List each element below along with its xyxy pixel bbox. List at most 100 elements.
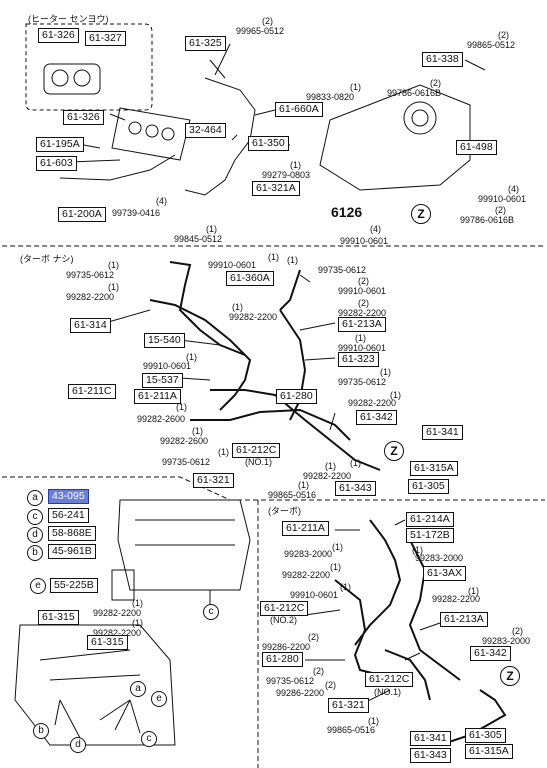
part-box[interactable]: 61-660A	[275, 102, 323, 117]
part-box[interactable]: 61-321	[328, 698, 369, 713]
qty-label: (1)	[287, 255, 298, 265]
part-box[interactable]: 61-326	[63, 110, 104, 125]
qty-label: (4)	[508, 184, 519, 194]
part-box[interactable]: 61-314	[70, 318, 111, 333]
qty-label: (2)	[313, 666, 324, 676]
part-box[interactable]: 61-305	[408, 479, 449, 494]
part-box[interactable]: 61-603	[36, 156, 77, 171]
wire-harness	[184, 77, 256, 196]
part-box-selected[interactable]: 43-095	[48, 489, 89, 504]
part-box[interactable]: 61-305	[465, 728, 506, 743]
non-turbo-section-title: (ターボ ナシ)	[20, 254, 74, 264]
part-box[interactable]: 58-868E	[48, 526, 96, 541]
part-number: 99282-2600	[137, 414, 186, 424]
part-box[interactable]: 61-200A	[58, 207, 106, 222]
qty-label: (1)	[268, 252, 279, 262]
part-number: 99735-0612	[318, 265, 367, 275]
part-number: 99845-0512	[174, 234, 223, 244]
no1-note: (NO.1)	[374, 687, 401, 697]
part-number: 99865-0512	[467, 40, 516, 50]
qty-label: (1)	[186, 352, 197, 362]
part-box[interactable]: 61-195A	[36, 137, 84, 152]
heater-dashed-frame	[25, 23, 153, 111]
part-box[interactable]: 61-212C	[365, 672, 414, 687]
floor-panel-shape	[14, 624, 176, 746]
qty-label: (2)	[325, 680, 336, 690]
part-number: 99735-0612	[266, 676, 315, 686]
part-box[interactable]: 61-341	[410, 731, 451, 746]
part-box[interactable]: 45-961B	[48, 544, 96, 559]
part-box[interactable]: 61-342	[470, 646, 511, 661]
part-box[interactable]: 56-241	[48, 508, 89, 523]
part-box[interactable]: 61-211A	[134, 389, 181, 404]
key-letter-c: c	[27, 509, 43, 525]
part-box[interactable]: 61-323	[338, 352, 379, 367]
part-number: 99965-0512	[236, 26, 285, 36]
qty-label: (2)	[308, 632, 319, 642]
part-box[interactable]: 61-498	[456, 140, 497, 155]
part-box[interactable]: 61-341	[422, 425, 463, 440]
part-box[interactable]: 61-315A	[410, 461, 458, 476]
key-letter-b: b	[33, 723, 49, 739]
part-box[interactable]: 61-213A	[440, 612, 488, 627]
part-number: 99735-0612	[66, 270, 115, 280]
body-panel-shape	[117, 499, 251, 591]
qty-label: (2)	[498, 30, 509, 40]
part-box[interactable]: 32-464	[185, 123, 226, 138]
part-box[interactable]: 61-326	[38, 28, 79, 43]
hose-line-2	[149, 299, 252, 411]
part-number: 99910-0601	[208, 260, 257, 270]
hose-line-5	[210, 389, 381, 471]
part-number: 99283-2000	[482, 636, 531, 646]
no2-note: (NO.2)	[270, 615, 297, 625]
part-box[interactable]: 55-225B	[50, 578, 98, 593]
qty-label: (1)	[330, 562, 341, 572]
part-box[interactable]: 61-321	[193, 473, 234, 488]
part-box[interactable]: 61-342	[356, 410, 397, 425]
part-number: 99282-2200	[338, 308, 387, 318]
part-number: 99286-2200	[262, 642, 311, 652]
part-box[interactable]: 61-214A	[406, 512, 454, 527]
qty-label: (1)	[108, 260, 119, 270]
qty-label: (2)	[358, 298, 369, 308]
part-number: 99910-0601	[290, 590, 339, 600]
qty-label: (2)	[430, 78, 441, 88]
separator-middle	[2, 476, 545, 501]
part-box[interactable]: 61-3AX	[423, 566, 467, 581]
part-box[interactable]: 61-212C	[232, 443, 281, 458]
turbo-hose-1	[354, 519, 402, 646]
qty-label: (1)	[206, 224, 217, 234]
part-box[interactable]: 61-350	[248, 136, 289, 151]
part-number: 99739-0416	[112, 208, 161, 218]
part-box[interactable]: 15-540	[144, 333, 185, 348]
part-box[interactable]: 61-315	[38, 610, 79, 625]
part-box[interactable]: 15-537	[142, 373, 183, 388]
part-box[interactable]: 61-327	[85, 31, 126, 46]
part-box[interactable]: 61-213A	[338, 317, 386, 332]
part-box[interactable]: 61-315	[87, 635, 128, 650]
qty-label: (1)	[290, 160, 301, 170]
part-box[interactable]: 61-360A	[226, 271, 274, 286]
part-number: 99283-2000	[284, 549, 333, 559]
qty-label: (1)	[368, 716, 379, 726]
part-number: 99282-2200	[432, 594, 481, 604]
part-number: 99279-0803	[262, 170, 311, 180]
part-box[interactable]: 61-280	[276, 389, 317, 404]
heater-panel-dial-left	[51, 69, 69, 87]
part-box[interactable]: 61-321A	[252, 181, 300, 196]
qty-label: (2)	[512, 626, 523, 636]
part-box[interactable]: 61-280	[262, 652, 303, 667]
part-box[interactable]: 61-212C	[260, 601, 309, 616]
hose-line-4	[279, 309, 307, 421]
part-box[interactable]: 61-343	[410, 748, 451, 763]
part-box[interactable]: 51-172B	[406, 528, 454, 543]
blower-unit-shape	[319, 84, 471, 191]
key-letter-e: e	[151, 691, 167, 707]
part-number: 99910-0601	[338, 343, 387, 353]
part-box[interactable]: 61-211C	[68, 384, 116, 399]
part-box[interactable]: 61-325	[185, 36, 226, 51]
part-box[interactable]: 61-338	[422, 52, 463, 67]
part-box[interactable]: 61-315A	[465, 744, 513, 759]
part-box[interactable]: 61-211A	[282, 521, 329, 536]
part-box[interactable]: 61-343	[335, 481, 376, 496]
